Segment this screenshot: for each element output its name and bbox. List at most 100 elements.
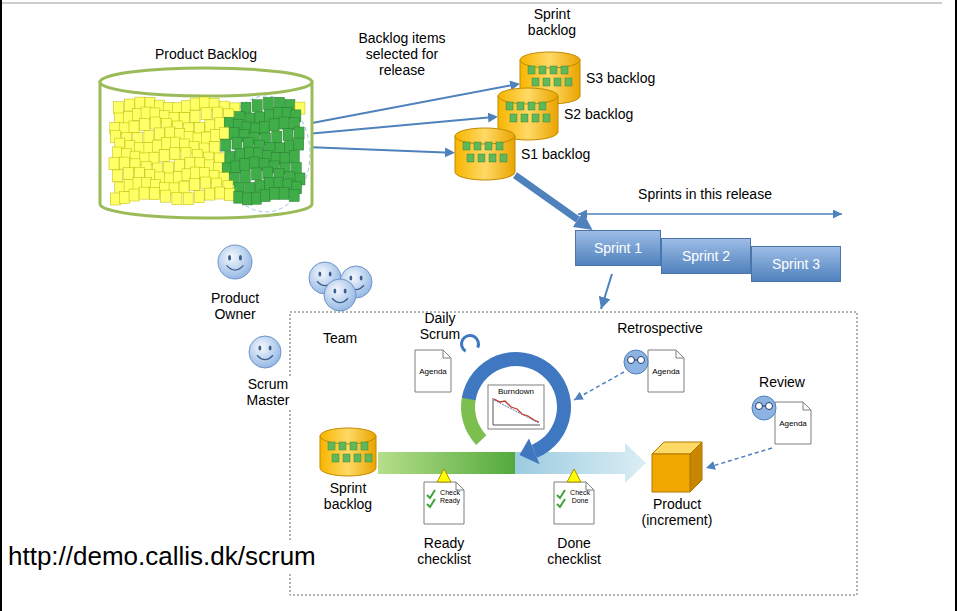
node-shape (320, 428, 376, 476)
sticky-note (539, 66, 546, 74)
flow-arrow (515, 175, 578, 219)
chart-burn-line (494, 399, 539, 422)
sticky-note (252, 168, 262, 180)
sticky-note (141, 107, 151, 119)
sticky-note (161, 190, 171, 202)
sticky-note (179, 181, 189, 193)
checklist-text: Check Done (568, 489, 592, 505)
sticky-note (354, 454, 361, 462)
node-text: Sprint 2 (682, 248, 730, 264)
cylinder-top (320, 428, 376, 444)
sticky-note (279, 187, 289, 199)
smiley-eye (269, 345, 272, 350)
smiley-mouth (227, 265, 244, 270)
node-text: Sprint 1 (594, 240, 642, 256)
sticky-note (474, 142, 481, 150)
sticky-note (109, 158, 119, 170)
cylinder-body (100, 82, 312, 218)
sticky-note (199, 97, 209, 109)
sticky-note (139, 118, 149, 130)
checkmark (427, 499, 435, 507)
sticky-note (289, 189, 299, 201)
ready-marker (437, 469, 451, 482)
document-icon (554, 482, 594, 524)
sticky-note (139, 187, 149, 199)
chart-axis (493, 398, 540, 425)
cylinder-top (100, 68, 312, 96)
checklist-label: Ready checklist (409, 535, 479, 567)
sticky-note (150, 117, 160, 129)
checkmark (557, 490, 565, 498)
checkmark (557, 499, 565, 507)
person-smiley (249, 336, 281, 368)
event-label: Daily Scrum (410, 310, 470, 342)
smiley-eye (318, 271, 321, 276)
node-text: S1 backlog (521, 146, 590, 162)
sprint-region (290, 312, 857, 595)
sprint-arrow (601, 274, 612, 309)
sticky-note (159, 150, 169, 162)
sticky-note (190, 98, 200, 110)
frame-border (0, 0, 2, 611)
sticky-note (283, 128, 293, 140)
sticky-note (221, 139, 231, 151)
reviewer-glass (638, 357, 645, 364)
cylinder-top (520, 52, 580, 68)
sticky-note (506, 102, 513, 110)
smiley-eye (258, 345, 261, 350)
sticky-note (144, 131, 154, 143)
sticky-note (215, 187, 225, 199)
sticky-note (113, 102, 123, 114)
product-backlog-cylinder: Product Backlog (100, 68, 312, 218)
sticky-note (170, 147, 180, 159)
sticky-note (521, 114, 528, 122)
product-cube: Product (increment) (652, 442, 702, 492)
sticky-note (129, 121, 139, 133)
smiley-eye (333, 288, 336, 293)
sticky-note (478, 154, 485, 162)
cube-side (690, 442, 702, 492)
sticky-note (350, 442, 357, 450)
sprint-box: Sprint 1 (575, 230, 661, 266)
document-fold (803, 402, 811, 410)
smiley-mouth (332, 298, 348, 302)
sticky-note (539, 102, 546, 110)
role-label: Team (310, 330, 370, 346)
sticky-note (263, 97, 273, 109)
sticky-note (190, 178, 200, 190)
backlog-cylinder: S1 backlog (455, 128, 515, 180)
done-marker (567, 469, 581, 482)
sticky-note (528, 66, 535, 74)
agenda-label: Agenda (416, 367, 450, 376)
node-text: Product Backlog (155, 46, 257, 62)
checklist-label: Done checklist (539, 535, 609, 567)
sticky-note (183, 193, 193, 205)
sticky-note (561, 66, 568, 74)
person-smiley (324, 279, 356, 311)
smiley-eye (349, 275, 352, 280)
reviewer-icon (624, 350, 648, 374)
sticky-note (249, 157, 259, 169)
sticky-note (339, 442, 346, 450)
smiley-mouth (257, 355, 273, 359)
smiley-face (324, 279, 356, 311)
smiley-eye (344, 288, 347, 293)
flow-arrow (312, 147, 445, 152)
sticky-note (205, 188, 215, 200)
sticky-note (365, 454, 372, 462)
sticky-note (543, 114, 550, 122)
reviewer-glass-bridge (763, 406, 766, 407)
sticky-note (289, 150, 299, 162)
sticky-note (252, 100, 262, 112)
reviewer-glass (628, 357, 635, 364)
annotation-label: Sprints in this release (605, 186, 805, 202)
sticky-note (263, 167, 273, 179)
sticky-note (543, 78, 550, 86)
release-span-arrow (578, 213, 842, 215)
sticky-note (124, 167, 134, 179)
sticky-note (294, 127, 304, 139)
sticky-note (260, 190, 270, 202)
sprint-box: Sprint 2 (661, 238, 751, 274)
sticky-note (201, 108, 211, 120)
